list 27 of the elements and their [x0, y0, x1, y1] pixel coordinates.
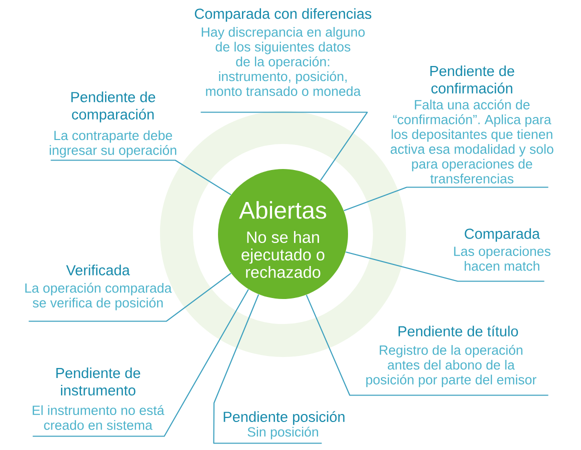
description: No se han ejecutado o rechazado: [242, 231, 324, 278]
heading: Pendiente de comparación: [71, 92, 156, 122]
description: El instrumento no está creado en sistema: [32, 405, 164, 430]
heading: Verificada: [66, 264, 130, 276]
heading: Abiertas: [239, 201, 326, 219]
description: La contraparte debe ingresar su operación: [50, 130, 176, 158]
leader-line: [200, 112, 368, 181]
leader-line: [346, 251, 544, 282]
leader-line: [306, 294, 548, 396]
heading: Comparada: [464, 228, 540, 242]
description: Registro de la operación antes del abono de la posición por parte del emisor: [366, 344, 536, 388]
leader-line: [32, 289, 249, 437]
heading: Pendiente de título: [398, 326, 518, 336]
description: Sin posición: [248, 426, 318, 440]
heading: Comparada con diferencias: [194, 8, 372, 22]
leader-line: [213, 294, 322, 444]
leader-line: [50, 160, 232, 196]
hub-circle: [218, 169, 348, 299]
leader-line: [28, 272, 232, 322]
description: Las operaciones hacen match: [454, 246, 550, 271]
description: Falta una acción de “confirmación”. Aplica para los depositantes que tienen activa esa modalidad y solo para operaciones de transferencias: [390, 100, 554, 184]
heading: Pendiente posición: [224, 411, 344, 425]
leader-line: [344, 186, 548, 212]
heading: Pendiente de confirmación: [430, 65, 514, 94]
description: Hay discrepancia en alguno de los siguientes datos de la operación: instrumento, posición, monto transado o moneda: [202, 27, 365, 96]
description: La operación comparada se verifica de posición: [25, 282, 172, 310]
heading: Pendiente de instrumento: [56, 367, 140, 396]
